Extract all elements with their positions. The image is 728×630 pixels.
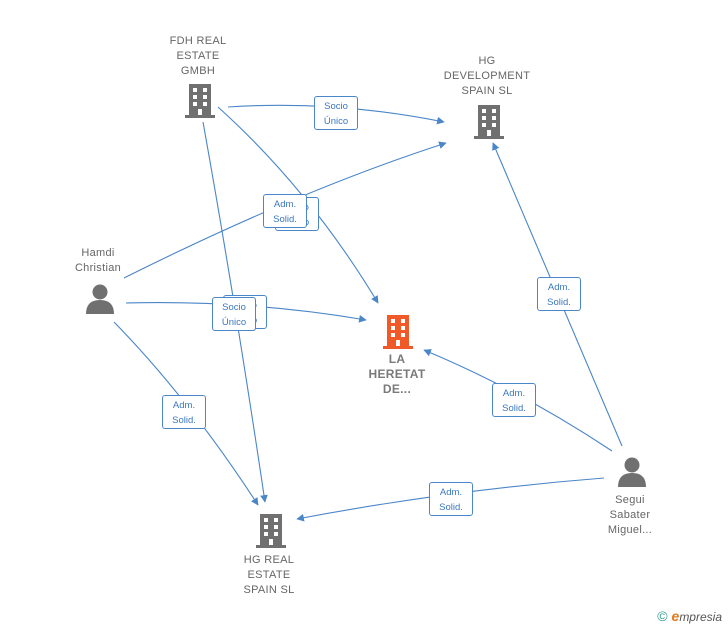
node-label-hamdi[interactable]: Hamdi Christian: [74, 247, 122, 274]
copyright-icon: ©: [657, 608, 668, 624]
person-icon: [618, 457, 646, 487]
building-icon: [185, 84, 215, 118]
building-icon: [256, 514, 286, 548]
person-icon: [86, 284, 114, 314]
edge-label-adm-solid[interactable]: Adm. Solid.: [492, 383, 536, 417]
node-label-segui[interactable]: Segui Sabater Miguel...: [607, 494, 653, 536]
edge-label-adm-solid[interactable]: Adm. Solid.: [429, 482, 473, 516]
building-icon: [383, 315, 413, 349]
empresia-logo[interactable]: ©empresia: [657, 608, 722, 624]
node-label-fdh[interactable]: FDH REAL ESTATE GMBH: [169, 35, 227, 77]
edge-label-adm-solid[interactable]: Adm. Solid.: [537, 277, 581, 311]
edge-label-socio-unico[interactable]: Socio Único: [314, 96, 358, 130]
edge-label-adm-solid[interactable]: Adm. Solid.: [162, 395, 206, 429]
building-icon: [474, 105, 504, 139]
node-label-heretat[interactable]: LA HERETAT DE...: [368, 352, 426, 396]
edge-label-adm-solid[interactable]: Adm. Solid.: [263, 194, 307, 228]
node-label-hgreal[interactable]: HG REAL ESTATE SPAIN SL: [243, 554, 295, 596]
node-label-hgdev[interactable]: HG DEVELOPMENT SPAIN SL: [443, 55, 531, 97]
edge-label-socio-unico[interactable]: Socio Único: [212, 297, 256, 331]
